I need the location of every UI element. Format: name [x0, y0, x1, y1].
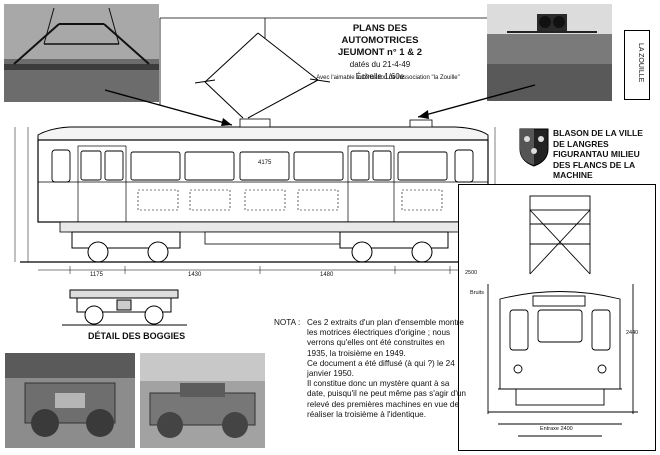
bogie-photo-right-art [140, 353, 265, 448]
pantograph-photo-left-art [4, 4, 159, 102]
bogie-detail-drawing [62, 289, 187, 326]
title-line-3: datés du 21-4-49 [349, 60, 411, 69]
title-line-2: JEUMONT n° 1 & 2 [337, 47, 423, 58]
plan-title: PLANS DES AUTOMOTRICES JEUMONT n° 1 & 2 … [318, 23, 442, 83]
nota-label: NOTA : [274, 318, 301, 327]
dimension-label-1: 4175 [258, 160, 272, 166]
blason-caption: BLASON DE LA VILLE DE LANGRES FIGURANTAU… [553, 128, 643, 180]
boggies-caption: DÉTAIL DES BOGGIES [88, 331, 186, 341]
front-dimension-1: 2500 [465, 270, 478, 276]
title-line-1: PLANS DES AUTOMOTRICES [341, 23, 419, 46]
nota-paragraph-1: Ces 2 extraits d'un plan d'ensemble mont… [307, 318, 464, 358]
front-dimension-2: 2440 [626, 330, 639, 336]
langres-coat-of-arms-icon [519, 128, 549, 167]
roof-photo-right-art [487, 4, 612, 101]
nota-paragraph-2: Ce document a été diffusé (à qui ?) le 2… [307, 358, 455, 379]
bogie-photo-left-art [5, 353, 135, 448]
pantograph-photo-left [4, 4, 159, 102]
dimension-label-2: 1175 [90, 272, 103, 278]
side-label: LA ZOUILLE [637, 42, 644, 83]
dimension-label-4: 1480 [320, 272, 334, 278]
bogie-photo-left [5, 353, 135, 448]
nota-paragraph-3: Il constitue donc un mystère quant à sa … [307, 379, 466, 419]
front-view-drawing [487, 195, 638, 437]
bogie-photo-right [140, 353, 265, 448]
side-label-box [624, 30, 650, 100]
title-line-4: Échelle 1/60e [355, 72, 405, 81]
front-dimension-3: Bruits [470, 290, 485, 296]
credit-note: Avec l'aimable autorisation de l'associa… [316, 75, 460, 81]
dimension-label-3: 1430 [188, 272, 202, 278]
roof-photo-right [487, 4, 612, 101]
front-dimension-4: Entraxe 2400 [540, 426, 573, 432]
nota-body: Ces 2 extraits d'un plan d'ensemble mont… [307, 318, 467, 420]
